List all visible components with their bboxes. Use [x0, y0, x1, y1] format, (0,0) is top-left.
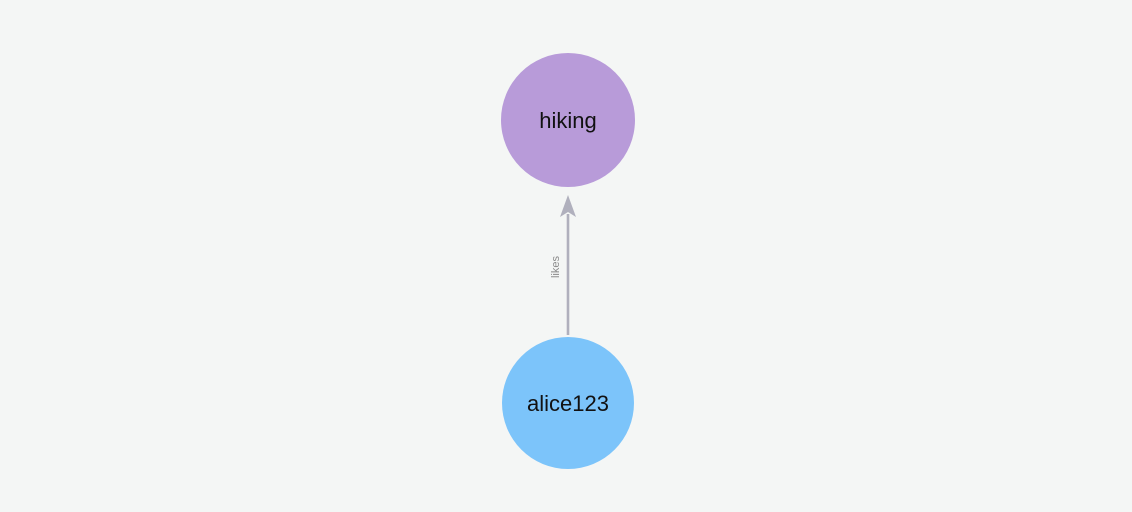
node-group-hiking[interactable]: hiking	[501, 53, 635, 187]
arrow-head-icon	[560, 195, 576, 217]
edge-group-alice123-likes-hiking[interactable]: likes	[550, 195, 576, 335]
node-label-hiking: hiking	[539, 108, 596, 133]
node-label-alice123: alice123	[527, 391, 609, 416]
node-circle-alice123[interactable]	[502, 337, 634, 469]
node-circle-hiking[interactable]	[501, 53, 635, 187]
node-group-alice123[interactable]: alice123	[502, 337, 634, 469]
edge-label-likes: likes	[550, 256, 562, 279]
